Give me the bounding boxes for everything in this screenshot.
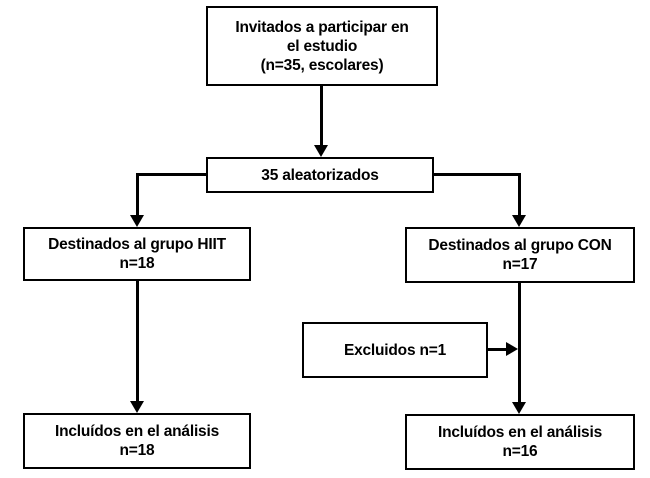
connector-randomized-to-con-vertical bbox=[518, 173, 521, 215]
arrow-right-icon bbox=[506, 342, 518, 356]
analysis-con-box: Incluídos en el análisis n=16 bbox=[405, 414, 635, 470]
analysis-hiit-line-1: Incluídos en el análisis bbox=[54, 423, 220, 440]
invited-line-1: Invitados a participar en bbox=[235, 18, 409, 36]
arrow-down-icon bbox=[314, 145, 328, 157]
connector-excluded-line bbox=[487, 348, 507, 351]
invited-box: Invitados a participar en el estudio (n=… bbox=[206, 6, 438, 86]
connector-randomized-to-hiit-horizontal bbox=[136, 173, 206, 176]
arrow-down-icon bbox=[130, 401, 144, 413]
analysis-con-line-1: Incluídos en el análisis bbox=[437, 424, 603, 441]
group-con-line-2: n=17 bbox=[502, 256, 538, 273]
group-con-line-1: Destinados al grupo CON bbox=[428, 237, 612, 254]
randomized-label: 35 aleatorizados bbox=[261, 166, 379, 184]
connector-con-to-analysis-line bbox=[518, 283, 521, 402]
group-hiit-line-2: n=18 bbox=[119, 255, 155, 272]
group-con-box: Destinados al grupo CON n=17 bbox=[405, 227, 635, 283]
arrow-down-icon bbox=[512, 215, 526, 227]
group-hiit-line-1: Destinados al grupo HIIT bbox=[48, 236, 226, 253]
group-hiit-box: Destinados al grupo HIIT n=18 bbox=[23, 227, 251, 281]
excluded-label: Excluidos n=1 bbox=[343, 341, 447, 359]
randomized-box: 35 aleatorizados bbox=[206, 157, 434, 193]
connector-invited-to-randomized-line bbox=[320, 86, 323, 145]
analysis-hiit-box: Incluídos en el análisis n=18 bbox=[23, 413, 251, 469]
arrow-down-icon bbox=[130, 215, 144, 227]
connector-hiit-to-analysis-line bbox=[136, 281, 139, 401]
analysis-hiit-line-2: n=18 bbox=[119, 442, 155, 459]
connector-randomized-to-con-horizontal bbox=[433, 173, 521, 176]
invited-line-3: (n=35, escolares) bbox=[260, 56, 384, 74]
analysis-con-line-2: n=16 bbox=[502, 443, 538, 460]
excluded-box: Excluidos n=1 bbox=[302, 322, 488, 378]
invited-line-2: el estudio bbox=[286, 37, 358, 55]
connector-randomized-to-hiit-vertical bbox=[136, 173, 139, 215]
arrow-down-icon bbox=[512, 402, 526, 414]
